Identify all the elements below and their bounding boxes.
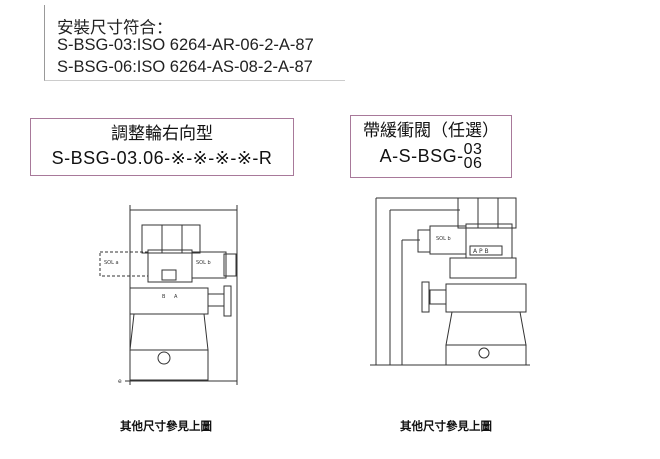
left-note: 其他尺寸參見上圖 [120,419,212,433]
apb-plate-label: A P B [473,248,489,255]
left-valve-drawing: SOL a SOL b B A e [99,205,238,385]
sol-b-label: SOL b [196,260,211,266]
left-model-box: 調整輪右向型 S-BSG-03.06-※-※-※-※-R [30,118,294,176]
sol-b-label: SOL b [436,236,451,242]
left-box-model: S-BSG-03.06-※-※-※-※-R [51,148,273,168]
size-06: 06 [463,155,483,172]
right-note: 其他尺寸參見上圖 [400,419,492,433]
port-b-label: B [162,294,166,300]
dim-e-label: e [118,378,122,385]
right-valve-drawing: SOL b A P B [370,197,530,366]
port-a-label: A [174,294,178,300]
spec-line: S-BSG-03:ISO 6264-AR-06-2-A-87 [57,36,314,54]
left-box-title: 調整輪右向型 [111,124,213,144]
right-box-title: 帶緩衝閥（任選） [363,121,499,141]
spec-line: S-BSG-06:ISO 6264-AS-08-2-A-87 [57,58,313,76]
sol-a-label: SOL a [104,260,119,266]
spec-heading: 安裝尺寸符合： [57,19,173,37]
size-03: 03 [463,141,483,158]
model-prefix: A-S-BSG- [379,145,464,166]
spec-block: 安裝尺寸符合： S-BSG-03:ISO 6264-AR-06-2-A-87 S… [44,5,345,81]
